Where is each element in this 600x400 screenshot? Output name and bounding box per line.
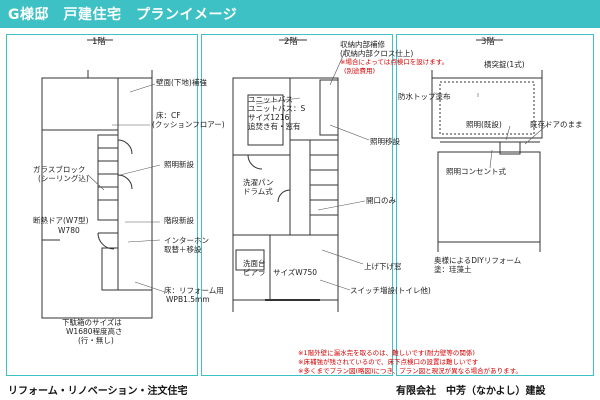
f1-lighting-label: 照明新設 (164, 160, 194, 169)
f2-opening-label: 開口のみ (366, 196, 396, 205)
f1-door-label2: W780 (58, 226, 80, 235)
f3-lighting-label: 照明(既設) (466, 120, 502, 129)
note-line-1: ※1階外壁に漏水完を取るのは、難しいです(耐力壁等の関係) (298, 349, 475, 357)
f1-shoe-label3: (行・無し) (78, 336, 114, 345)
f3-outlet-label: 照明コンセント式 (446, 167, 506, 176)
floor3-lower-outline (437, 151, 541, 243)
f2-lighting-label: 照明移設 (370, 137, 400, 146)
note-line-2: ※床補強が残されているので、床下点検口の設置は難しいです (298, 358, 479, 366)
f3-skylight-label: 横突錠(1式) (484, 60, 525, 69)
f2-window-label: 上げ下げ窓 (364, 262, 402, 271)
footer-company: 有限会社 中芳（なかよし）建設 (396, 386, 546, 397)
f3-roof-label: 防水トップ塗布 (398, 92, 451, 101)
f2-bath-label2: ユニットバス：S (248, 104, 306, 113)
f1-reform-label2: WPB1.5mm (166, 295, 210, 304)
f1-intercom-label2: 取替＋移設 (164, 245, 202, 254)
floor2-title: 2階 (284, 37, 298, 47)
f1-floor-label: 床：CF (156, 111, 181, 120)
f1-door-label: 断熱ドア(W7型) (33, 216, 89, 225)
f2-bath-label4: 追焚き有・窓有 (248, 122, 301, 131)
note-line-3: ※多くまでプラン図(略図)につき、プラン図と現況が異なる場合があります。 (298, 367, 522, 375)
floor3-upper-outline (431, 77, 543, 139)
f2-bath-label3: サイズ1216 (248, 113, 290, 122)
floor1-outline (41, 77, 153, 319)
f1-stairs-label: 階段新設 (164, 216, 194, 225)
title-bar: G様邸 戸建住宅 プランイメージ (0, 0, 600, 28)
f1-floor-label2: (クッションフロアー) (152, 120, 225, 129)
floor3-panel (396, 34, 594, 376)
f1-shoe-label: 下駄箱のサイズは (62, 318, 122, 327)
page-title: G様邸 戸建住宅 プランイメージ (8, 7, 238, 23)
f1-intercom-label: インターホン (164, 236, 209, 245)
f3-diy-label2: 塗：珪藻土 (434, 265, 472, 274)
f2-storage-note2: (別途費用) (344, 67, 376, 75)
footer-services: リフォーム・リノベーション・注文住宅 (8, 386, 188, 397)
f2-sink-label2: ピアラ サイズW750 (243, 268, 318, 277)
f1-glass-label: ガラスブロック (33, 165, 86, 174)
f1-glass-label2: (シーリング込) (38, 174, 89, 183)
f3-door-label: 既存ドアのまま (530, 120, 583, 129)
f2-switch-label: スイッチ増設(トイレ他) (350, 286, 431, 295)
floor3-title: 3階 (481, 37, 495, 47)
f2-bath-label: ユニットバス (248, 95, 293, 104)
f3-diy-label: 奥様によるDIYリフォーム (434, 256, 522, 265)
floor1-panel (6, 34, 198, 376)
f1-shoe-label2: W1680程度高さ (66, 327, 123, 336)
f2-storage-label: 収納内部補修 (340, 40, 385, 49)
f2-sink-label: 洗面台 (243, 259, 266, 268)
f2-storage-note: ※場合によっては点検口を設けます。 (340, 58, 449, 66)
f2-washer-label2: ドラム式 (243, 187, 273, 196)
f2-storage-label2: (収納内部クロス仕上) (340, 49, 414, 58)
f2-washer-label: 洗濯パン (243, 178, 274, 187)
f1-wall-label: 壁面(下地)補強 (156, 78, 207, 87)
floor1-title: 1階 (92, 37, 106, 47)
f1-reform-label: 床：リフォーム用 (164, 286, 224, 295)
